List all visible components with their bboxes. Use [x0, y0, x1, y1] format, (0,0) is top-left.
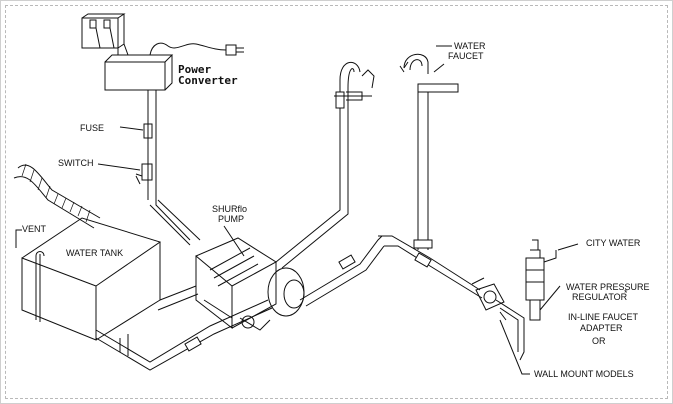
vent-label: VENT: [22, 224, 47, 234]
regulator-leader: [539, 285, 561, 311]
pump-leader: [223, 225, 245, 257]
wall-mount-leader: [499, 319, 530, 375]
water-faucet-label-line1: WATER: [454, 41, 486, 51]
regulator-asterisk: *: [624, 288, 628, 298]
regulator-label-line4: ADAPTER: [580, 323, 623, 333]
diagram-inner-border: [5, 5, 668, 399]
shurflo-pump: [195, 237, 305, 331]
regulator-label-line1: WATER PRESSURE: [566, 282, 650, 292]
water-tank-label: WATER TANK: [66, 248, 123, 258]
faucet-riser: [275, 62, 375, 269]
wall-mount-valve: [471, 277, 507, 321]
supply-piping: [95, 199, 525, 371]
power-wires: [147, 90, 191, 241]
water-tank: [21, 217, 162, 341]
regulator-label-line2: REGULATOR: [572, 292, 628, 302]
city-water-inlet: [525, 239, 557, 321]
power-converter-label-line1: Power: [178, 63, 211, 76]
pump-label-line1: SHURflo: [212, 204, 247, 214]
power-converter: [104, 42, 244, 91]
switch: [97, 163, 153, 185]
water-faucet-label-line2: FAUCET: [448, 51, 484, 61]
water-faucet: [399, 53, 459, 250]
battery: [81, 13, 126, 49]
fuse-label: FUSE: [80, 123, 104, 133]
pump-label-line2: PUMP: [218, 214, 244, 224]
vent-hose: [13, 163, 101, 229]
city-water-label: CITY WATER: [586, 238, 641, 248]
fuse: [119, 123, 153, 139]
city-water-leader: [557, 243, 579, 251]
regulator-label-line3: IN-LINE FAUCET: [568, 312, 639, 322]
vent-leader: [15, 229, 22, 248]
switch-label: SWITCH: [58, 158, 94, 168]
power-converter-label-line2: Converter: [178, 74, 238, 87]
regulator-label-line5: OR: [592, 336, 606, 346]
wall-mount-label: WALL MOUNT MODELS: [534, 369, 634, 379]
